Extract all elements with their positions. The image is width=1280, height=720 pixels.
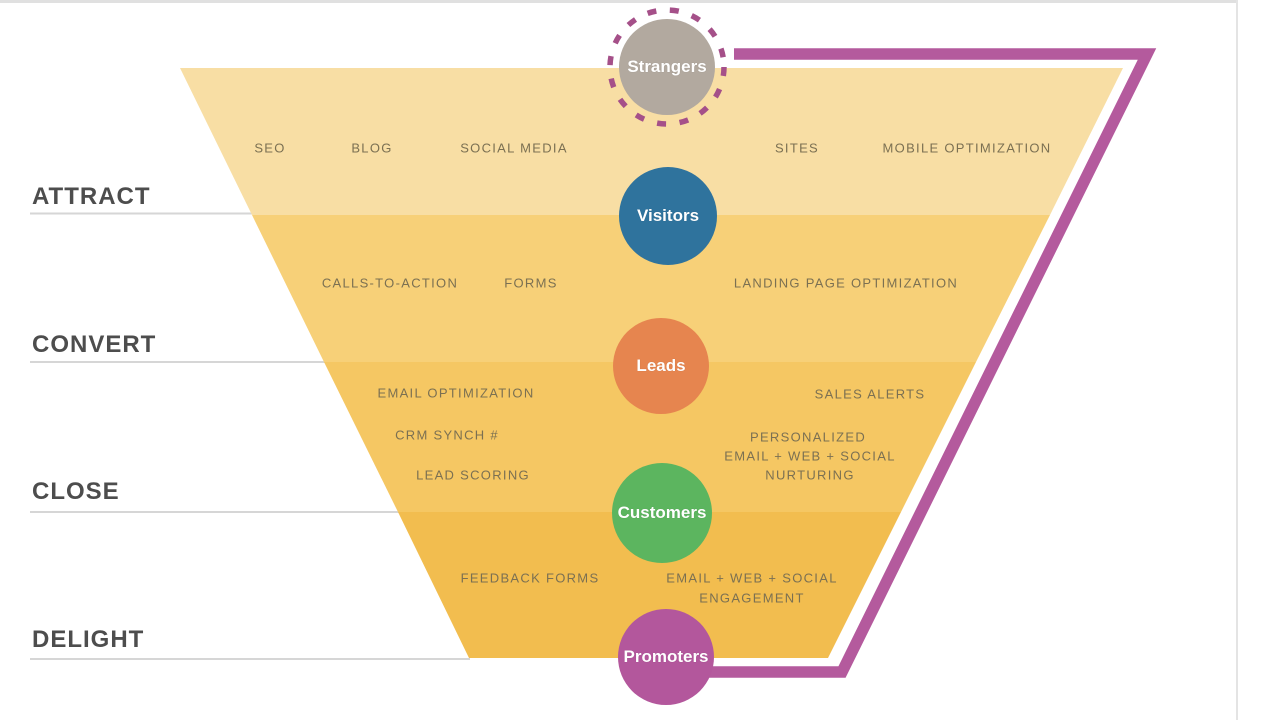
tactic-sites: SITES: [774, 140, 820, 156]
funnel-band-convert: [252, 215, 1050, 362]
tactic-email-optimization: EMAIL OPTIMIZATION: [377, 385, 535, 401]
customers-circle: [612, 463, 712, 563]
tactic-nurturing: NURTURING: [765, 467, 855, 483]
leads-label: Leads: [636, 356, 686, 375]
customers-label: Customers: [617, 503, 707, 522]
tactic-sales-alerts: SALES ALERTS: [814, 386, 926, 402]
tactic-calls-to-action: CALLS-TO-ACTION: [321, 275, 459, 291]
tactic-lead-scoring: LEAD SCORING: [416, 467, 530, 483]
stage-label-attract: ATTRACT: [32, 183, 151, 210]
funnel-band-delight: [398, 512, 901, 658]
tactic-landing-page-optimization: LANDING PAGE OPTIMIZATION: [733, 275, 959, 291]
tactic-email-web-social-engagement: EMAIL + WEB + SOCIAL: [666, 570, 838, 586]
strangers-circle: [619, 19, 715, 115]
stage-label-close: CLOSE: [32, 478, 120, 505]
funnel-band-close: [324, 362, 976, 512]
tactic-social-media: SOCIAL MEDIA: [460, 140, 568, 156]
right-divider-line: [1236, 0, 1238, 720]
tactic-email-web-social-nurturing: EMAIL + WEB + SOCIAL: [724, 448, 896, 464]
strangers-dashed-ring: [607, 7, 727, 127]
visitors-circle: [619, 167, 717, 265]
tactic-crm-synch: CRM SYNCH #: [395, 427, 499, 443]
funnel-band-attract: [180, 68, 1123, 215]
tactic-blog: BLOG: [351, 140, 393, 156]
promoters-label: Promoters: [623, 647, 709, 666]
leads-circle: [613, 318, 709, 414]
visitors-label: Visitors: [636, 206, 700, 225]
cycle-arrow-path: [706, 48, 1157, 678]
tactic-forms: FORMS: [504, 275, 558, 291]
promoters-circle: [618, 609, 714, 705]
stage-label-convert: CONVERT: [32, 331, 157, 358]
tactic-mobile-optimization: MOBILE OPTIMIZATION: [882, 140, 1052, 156]
tactic-personalized: PERSONALIZED: [749, 429, 867, 445]
tactic-seo: SEO: [254, 140, 286, 156]
tactic-feedback-forms: FEEDBACK FORMS: [460, 570, 600, 586]
top-divider-line: [0, 0, 1237, 3]
stage-label-delight: DELIGHT: [32, 626, 145, 653]
tactic-engagement: ENGAGEMENT: [699, 590, 805, 606]
strangers-label: Strangers: [627, 57, 707, 76]
